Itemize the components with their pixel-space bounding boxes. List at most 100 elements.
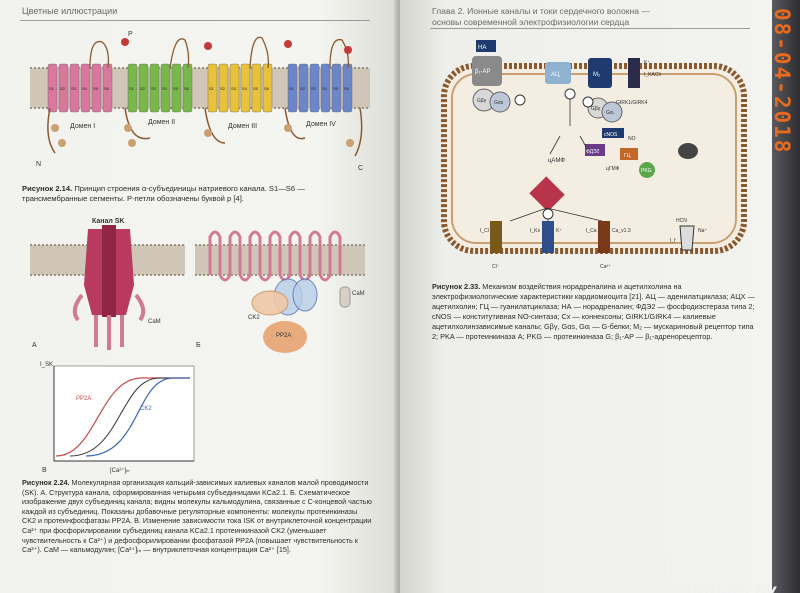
- segment-label: S4: [322, 86, 328, 91]
- caption-fig-2-14: Рисунок 2.14. Принцип строения α-субъеди…: [22, 184, 372, 205]
- graph-x-label: [Ca²⁺]ᵢₙ: [110, 467, 130, 474]
- segment-label: S6: [184, 86, 190, 91]
- caption-label: Рисунок 2.33.: [432, 282, 481, 291]
- transmembrane-segment: [309, 63, 320, 113]
- segment-label: S3: [311, 86, 317, 91]
- segment-label: S4: [162, 86, 168, 91]
- label-iks: I_Ks: [530, 228, 541, 234]
- segment-label: S3: [231, 86, 237, 91]
- label-girk: GIRK1/GIRK4: [616, 100, 648, 106]
- segment-label: S4: [242, 86, 248, 91]
- caption-label: Рисунок 2.14.: [22, 184, 73, 193]
- label-icl: I_Cl: [480, 228, 489, 234]
- label-b1ar: β₁-AP: [475, 69, 490, 75]
- domain-4-label: Домен IV: [306, 121, 336, 128]
- transmembrane-segment: [149, 63, 160, 113]
- watermark-text: лабиринт.ру: [652, 581, 777, 593]
- segment-label: S3: [151, 86, 157, 91]
- label-gc: ГЦ: [624, 153, 631, 159]
- segment-label: S4: [82, 86, 88, 91]
- label-m2: M₂: [593, 72, 601, 78]
- segment-label: S5: [253, 86, 259, 91]
- transmembrane-segment: [160, 63, 171, 113]
- segment-label: S1: [129, 86, 135, 91]
- n-terminus-label: N: [36, 161, 41, 168]
- segment-label: S6: [104, 86, 110, 91]
- sk-channel-title: Канал SK: [92, 218, 125, 225]
- label-gas: Gαs: [494, 100, 504, 106]
- label-cgmp: цГМФ: [606, 166, 620, 172]
- caption-text: Принцип строения α-субъединицы натриевог…: [22, 184, 305, 204]
- cam-label-a: CaM: [148, 319, 161, 325]
- segment-label: S5: [93, 86, 99, 91]
- segment-label: S2: [60, 86, 66, 91]
- curve-pp2a-label: PP2A: [76, 396, 91, 402]
- segment-label: S2: [220, 86, 226, 91]
- label-na-ion: Na⁺: [698, 228, 707, 234]
- label-gbg2: Gβγ: [591, 106, 601, 112]
- domain-2-label: Домен II: [148, 119, 175, 126]
- label-gai: Gαᵢ: [606, 110, 614, 116]
- transmembrane-segment: [47, 63, 58, 113]
- panel-b-label: Б: [196, 342, 201, 349]
- transmembrane-segment: [218, 63, 229, 113]
- transmembrane-segment: [207, 63, 218, 113]
- left-page: Цветные иллюстрации S1 S2 S3 S4 S5 S6 S1 S2 S3 S4…: [0, 0, 400, 593]
- transmembrane-segment: [240, 63, 251, 113]
- transmembrane-segment: [138, 63, 149, 113]
- panel-c-label: В: [42, 467, 47, 474]
- transmembrane-segment: [80, 63, 91, 113]
- transmembrane-segment: [320, 63, 331, 113]
- transmembrane-segment: [69, 63, 80, 113]
- label-if: I_f: [670, 238, 676, 244]
- label-no: NO: [628, 136, 636, 142]
- segment-label: S5: [333, 86, 339, 91]
- p-loop-label: P: [128, 31, 133, 38]
- header-rule: [430, 28, 750, 29]
- cardiomyocyte-diagram: НА β₁-AP АЦ Gβγ Gαs M₂ Gβγ Gαᵢ GIRK1/GIR…: [441, 40, 747, 270]
- transmembrane-segment: [58, 63, 69, 113]
- transmembrane-segment: [127, 63, 138, 113]
- photo-date-stamp: 08-04-2018: [770, 8, 794, 155]
- transmembrane-segment: [331, 63, 342, 113]
- transmembrane-segment: [298, 63, 309, 113]
- running-head-line-2: основы современной электрофизиологии сер…: [432, 17, 630, 27]
- label-ac: АЦ: [551, 72, 560, 78]
- label-hcn: HCN: [676, 218, 687, 224]
- label-cl: Cl⁻: [492, 264, 500, 270]
- label-ca: Ca²⁺: [600, 264, 611, 270]
- sk-channel-diagram: Канал SK CaM А Б CK2 PP2A CaM: [30, 218, 365, 353]
- segment-label: S5: [173, 86, 179, 91]
- transmembrane-segment: [251, 63, 262, 113]
- transmembrane-segment: [229, 63, 240, 113]
- pp2a-label: PP2A: [276, 333, 291, 339]
- running-head-line-1: Глава 2. Ионные каналы и токи сердечного…: [432, 6, 651, 16]
- page-edge: [772, 0, 800, 593]
- transmembrane-segment: [262, 63, 273, 113]
- header-rule: [20, 20, 370, 21]
- segment-label: S2: [300, 86, 306, 91]
- segment-label: S1: [209, 86, 215, 91]
- label-k2: K⁺: [556, 228, 562, 234]
- label-pkg: PKG: [641, 168, 652, 174]
- right-page: Глава 2. Ионные каналы и токи сердечного…: [400, 0, 772, 593]
- label-na: НА: [478, 45, 486, 51]
- caption-text: Механизм воздействия норадреналина и аце…: [432, 282, 755, 341]
- label-pde2: ФДЭ2: [586, 149, 600, 155]
- caption-fig-2-33: Рисунок 2.33. Механизм воздействия норад…: [432, 282, 760, 342]
- segment-label: S3: [71, 86, 77, 91]
- segment-label: S6: [344, 86, 350, 91]
- segment-label: S1: [289, 86, 295, 91]
- label-camp: цАМФ: [548, 158, 565, 164]
- running-head: Цветные иллюстрации: [22, 6, 118, 16]
- label-k: K⁺: [644, 60, 650, 66]
- caption-text: Молекулярная организация кальций-зависим…: [22, 478, 372, 555]
- ck2-label: CK2: [248, 315, 260, 321]
- transmembrane-segment: [91, 63, 102, 113]
- label-cnos: cNOS: [604, 132, 618, 138]
- curve-ck2-label: CK2: [140, 406, 152, 412]
- cam-label-b: CaM: [352, 291, 365, 297]
- transmembrane-segment: [171, 63, 182, 113]
- c-terminus-label: C: [358, 165, 363, 172]
